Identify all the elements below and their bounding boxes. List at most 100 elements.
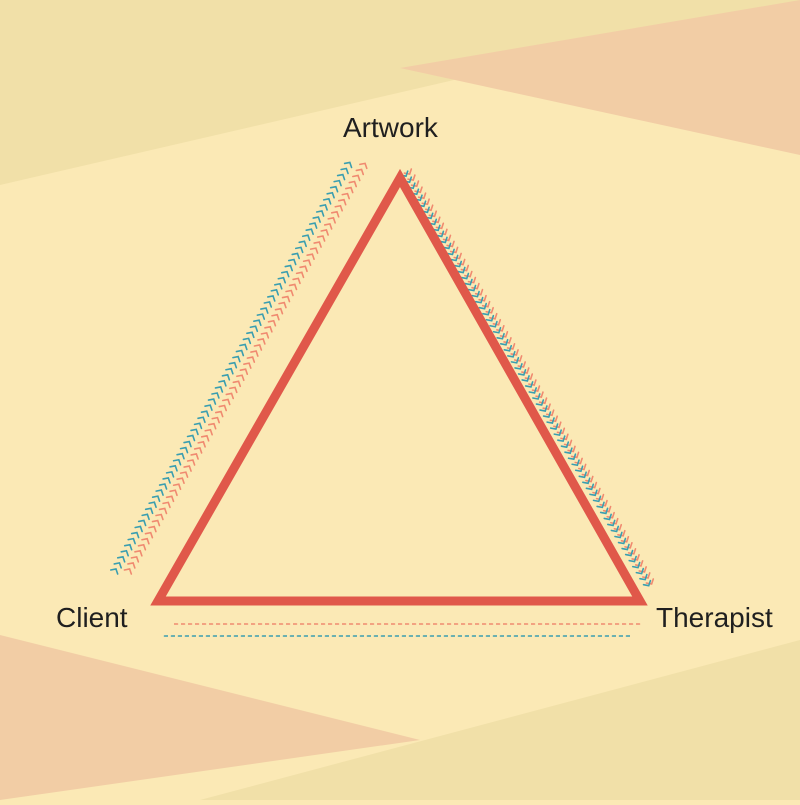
chevron-left-teal	[141, 513, 150, 521]
chevron-left-teal	[207, 398, 217, 405]
chevron-left-teal	[158, 483, 168, 490]
chevron-left-teal	[120, 549, 129, 557]
chevron-right-teal	[592, 495, 602, 503]
chevron-right-salmon	[499, 331, 509, 338]
chevron-right-teal	[642, 579, 652, 587]
chevron-left-salmon	[200, 434, 210, 442]
chevron-left-teal	[329, 185, 339, 193]
chevron-right-teal	[578, 471, 587, 479]
chevron-left-teal	[260, 307, 269, 314]
chevron-right-teal	[428, 218, 438, 226]
chevron-right-salmon	[553, 421, 562, 429]
chevron-right-salmon	[510, 349, 519, 356]
chevron-right-salmon	[642, 572, 651, 579]
chevron-left-teal	[242, 337, 252, 345]
chevron-left-salmon	[158, 507, 168, 515]
chevron-left-teal	[186, 434, 196, 442]
chevron-left-teal	[130, 531, 140, 539]
chevron-left-teal	[322, 197, 332, 205]
chevron-right-teal	[467, 284, 477, 292]
chevron-right-salmon	[531, 385, 541, 393]
chevron-left-salmon	[345, 186, 354, 194]
chevron-right-salmon	[513, 355, 523, 362]
chevron-right-salmon	[581, 469, 591, 477]
chevron-left-salmon	[302, 259, 312, 267]
chevron-right-salmon	[485, 306, 494, 314]
chevron-right-teal	[571, 459, 580, 467]
chevron-right-salmon	[570, 451, 580, 459]
chevron-right-teal	[496, 332, 505, 340]
chevron-left-salmon	[260, 331, 270, 339]
chevron-right-salmon	[474, 288, 484, 296]
chevron-left-salmon	[246, 356, 256, 363]
chevron-left-salmon	[193, 446, 203, 454]
chevron-left-salmon	[359, 162, 368, 170]
chevron-left-salmon	[137, 543, 147, 551]
chevron-left-salmon	[295, 271, 305, 279]
chevron-right-teal	[453, 260, 463, 268]
chevron-right-teal	[557, 435, 566, 443]
chevron-right-teal	[621, 543, 630, 551]
chevron-left-teal	[221, 373, 231, 381]
chevron-right-teal	[564, 447, 573, 455]
chevron-right-salmon	[528, 379, 537, 387]
chevron-right-teal	[517, 369, 527, 376]
chevron-left-salmon	[313, 241, 322, 248]
chevron-left-salmon	[316, 235, 326, 242]
chevron-right-salmon	[606, 511, 615, 519]
chevron-right-teal	[589, 489, 598, 497]
chevron-left-teal	[267, 294, 276, 302]
chevron-left-teal	[249, 325, 259, 333]
chevron-right-salmon	[645, 578, 655, 585]
chevron-right-salmon	[439, 228, 448, 236]
chevron-left-salmon	[288, 283, 298, 291]
node-label-therapist: Therapist	[656, 602, 773, 633]
chevron-right-teal	[439, 236, 448, 244]
chevron-left-salmon	[320, 229, 329, 236]
chevron-right-teal	[482, 308, 491, 316]
chevron-left-salmon	[211, 416, 220, 424]
chevron-left-teal	[246, 331, 255, 339]
chevron-left-teal	[183, 440, 192, 448]
chevron-right-teal	[549, 423, 559, 431]
chevron-left-teal	[287, 258, 297, 266]
chevron-right-teal	[492, 326, 502, 334]
chevron-right-teal	[599, 507, 609, 515]
chevron-left-teal	[274, 282, 283, 290]
chevron-left-salmon	[250, 350, 259, 357]
chevron-left-salmon	[172, 483, 182, 491]
chevron-right-teal	[532, 393, 541, 400]
chevron-right-teal	[521, 375, 530, 382]
chevron-right-salmon	[599, 499, 608, 507]
chevron-left-salmon	[214, 410, 224, 418]
chevron-left-teal	[214, 386, 224, 393]
chevron-right-teal	[635, 567, 645, 575]
chevron-right-teal	[603, 513, 612, 521]
chevron-left-salmon	[257, 338, 266, 345]
chevron-left-salmon	[204, 428, 213, 436]
chevron-right-salmon	[588, 481, 598, 489]
chevron-left-salmon	[348, 180, 358, 188]
chevron-right-salmon	[524, 373, 534, 380]
chevron-left-salmon	[183, 465, 192, 472]
chevron-right-teal	[535, 399, 545, 406]
chevron-right-salmon	[521, 367, 530, 374]
chevron-right-teal	[596, 501, 605, 509]
chevron-right-teal	[567, 453, 577, 461]
chevron-left-salmon	[141, 537, 150, 545]
chevron-right-salmon	[517, 361, 526, 368]
chevron-left-salmon	[144, 531, 154, 539]
chevron-right-salmon	[506, 343, 516, 350]
chevron-left-salmon	[225, 392, 235, 400]
chevron-right-salmon	[574, 457, 583, 465]
chevron-right-teal	[607, 519, 616, 527]
chevron-left-teal	[312, 216, 321, 223]
chevron-left-salmon	[278, 301, 287, 309]
chevron-left-teal	[308, 222, 318, 229]
chevron-left-teal	[151, 495, 161, 502]
chevron-right-salmon	[478, 294, 487, 302]
chevron-right-salmon	[535, 391, 544, 399]
chevron-right-salmon	[467, 276, 477, 284]
chevron-left-salmon	[134, 549, 143, 557]
